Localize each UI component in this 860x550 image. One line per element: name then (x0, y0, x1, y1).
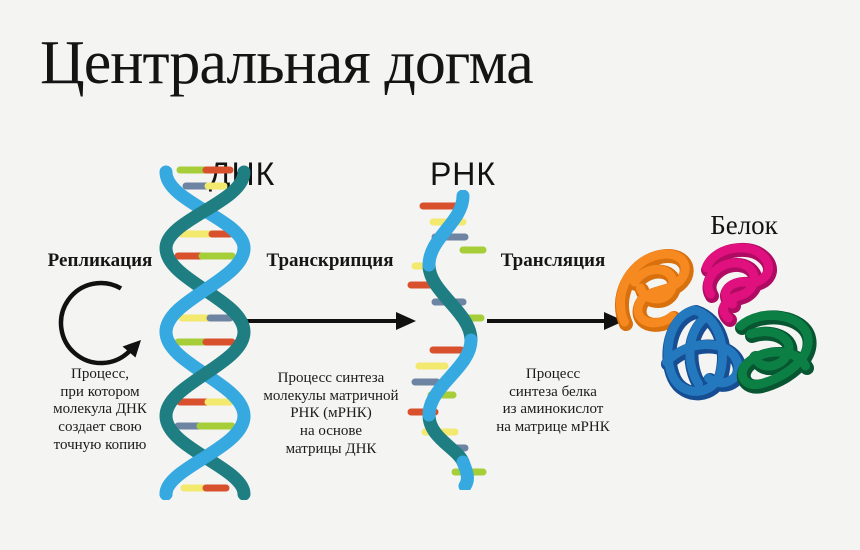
protein-label: Белок (710, 210, 778, 240)
dna-helix-illustration (159, 165, 251, 500)
protein-knot-magenta (701, 242, 777, 327)
dna-strand-light-over (159, 241, 251, 339)
rna-ribbon-back (422, 258, 478, 347)
protein-illustration (615, 242, 817, 401)
rna-label: РНК (429, 156, 497, 192)
step-transcription-label: Транскрипция (266, 250, 394, 271)
rna-ribbon-front (422, 333, 478, 422)
dna-base-pairs (174, 166, 236, 492)
transcription-description: Процесс синтеза молекулы матричной РНК (… (263, 370, 399, 457)
rna-ribbon-front (456, 455, 474, 490)
rna-ribbon-back (422, 408, 470, 469)
step-translation-label: Трансляция (500, 250, 606, 271)
protein-knot-blue (661, 305, 747, 401)
circular-arrow-icon (58, 280, 141, 366)
arrow-right-icon (487, 312, 624, 330)
protein-knot-orange (615, 249, 694, 332)
replication-description: Процесс, при котором молекула ДНК создае… (53, 366, 147, 453)
dna-strand-light-over (159, 409, 251, 500)
rna-ribbon-front (422, 190, 470, 272)
translation-description: Процесс синтеза белка из аминокислот на … (496, 366, 610, 436)
step-replication-label: Репликация (47, 250, 153, 271)
arrow-right-icon (242, 312, 416, 330)
rna-strand-illustration (407, 190, 487, 490)
protein-knot-green (735, 310, 817, 394)
dna-strand-dark (159, 165, 251, 500)
page-title: Центральная догма (40, 29, 534, 97)
